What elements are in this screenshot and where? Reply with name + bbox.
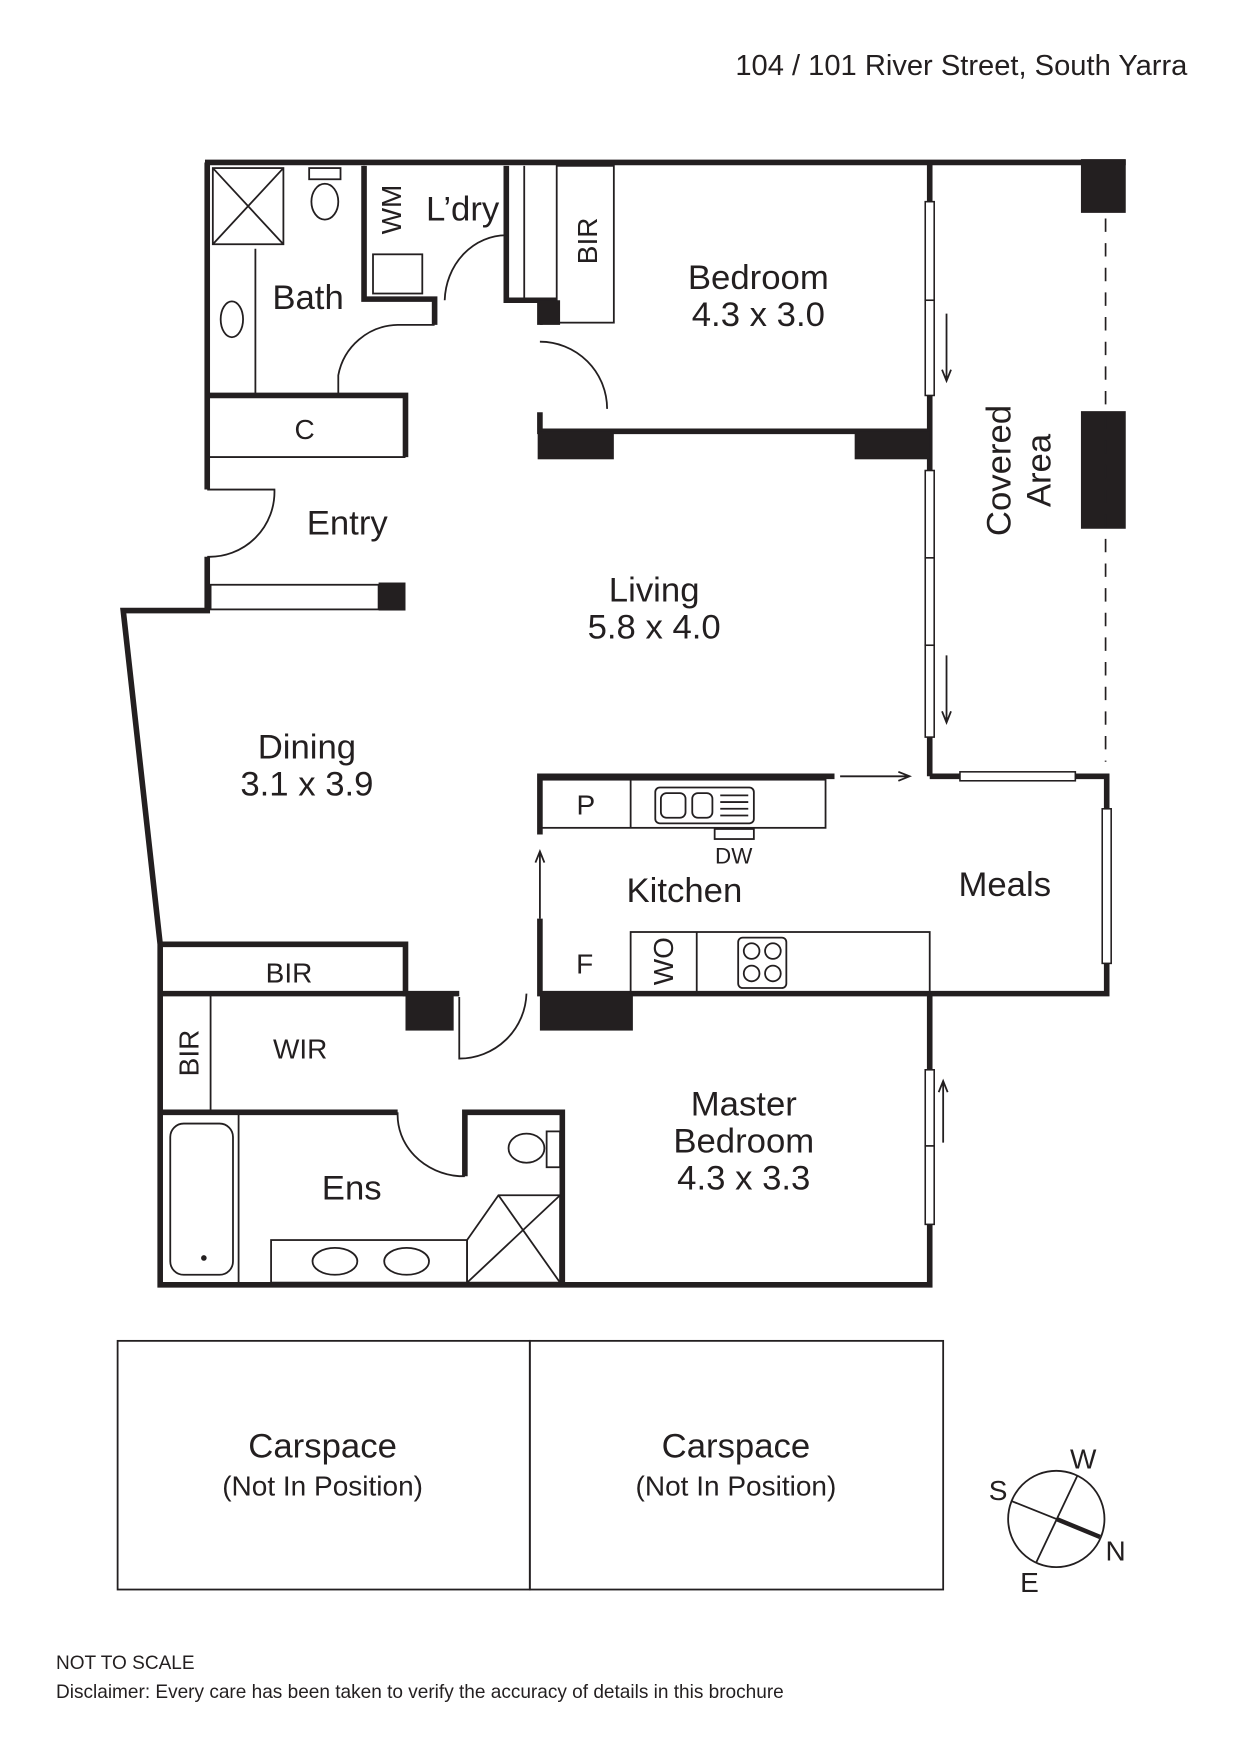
- carspace-1-note: (Not In Position): [222, 1470, 423, 1501]
- compass-s: S: [989, 1475, 1008, 1506]
- label-master-line2: Bedroom: [673, 1123, 814, 1161]
- label-living: Living: [609, 572, 700, 610]
- label-bir-top: BIR: [572, 218, 603, 265]
- label-bir-hall: BIR: [266, 957, 313, 988]
- label-bedroom: Bedroom: [688, 259, 829, 297]
- carspace-1: Carspace (Not In Position): [116, 1339, 531, 1591]
- not-to-scale: NOT TO SCALE: [56, 1653, 195, 1674]
- compass-n: N: [1106, 1535, 1126, 1566]
- label-covered-line2: Area: [1021, 433, 1059, 507]
- label-meals: Meals: [958, 866, 1051, 904]
- label-living-size: 5.8 x 4.0: [588, 609, 721, 647]
- label-bedroom-size: 4.3 x 3.0: [692, 296, 825, 334]
- compass-icon: W S N E: [989, 1444, 1126, 1598]
- compass-e: E: [1020, 1567, 1039, 1598]
- label-dining-size: 3.1 x 3.9: [240, 765, 373, 803]
- address-title: 104 / 101 River Street, South Yarra: [735, 50, 1188, 82]
- label-bir-side: BIR: [173, 1030, 204, 1077]
- label-entry: Entry: [307, 504, 389, 542]
- carspace-2-note: (Not In Position): [636, 1470, 837, 1501]
- label-kitchen: Kitchen: [627, 872, 743, 910]
- label-fridge: F: [576, 948, 593, 979]
- carspace-2-label: Carspace: [662, 1427, 811, 1465]
- label-wm: WM: [376, 185, 407, 235]
- label-master-line1: Master: [691, 1086, 797, 1124]
- label-covered-line1: Covered: [980, 405, 1018, 536]
- label-bath: Bath: [272, 279, 343, 317]
- carspace-1-label: Carspace: [248, 1427, 397, 1465]
- disclaimer: Disclaimer: Every care has been taken to…: [56, 1682, 784, 1703]
- label-master-size: 4.3 x 3.3: [677, 1160, 810, 1198]
- compass-w: W: [1070, 1444, 1097, 1475]
- label-wall-oven: WO: [648, 937, 679, 985]
- walls: [120, 159, 1126, 1288]
- label-dining: Dining: [258, 728, 356, 766]
- label-ensuite: Ens: [322, 1170, 382, 1208]
- label-dishwasher: DW: [715, 844, 753, 869]
- label-pantry: P: [576, 789, 595, 820]
- carspace-2: Carspace (Not In Position): [528, 1339, 945, 1591]
- label-cupboard: C: [295, 414, 315, 445]
- label-wir: WIR: [273, 1034, 327, 1065]
- label-laundry: L’dry: [426, 191, 500, 229]
